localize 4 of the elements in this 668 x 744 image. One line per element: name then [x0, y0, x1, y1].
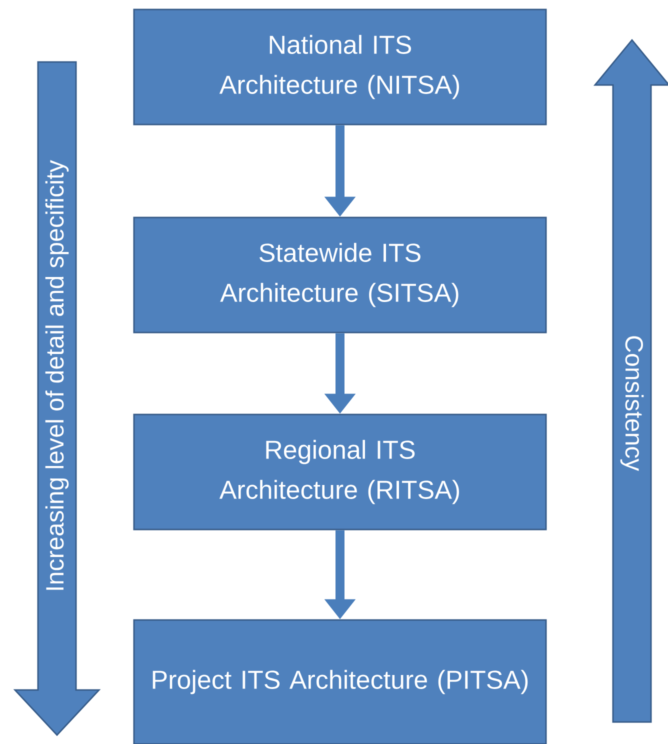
- process-box: Statewide ITS Architecture (SITSA): [133, 216, 547, 334]
- process-box: National ITS Architecture (NITSA): [133, 8, 547, 126]
- process-box: Regional ITS Architecture (RITSA): [133, 414, 547, 530]
- process-box: Project ITS Architecture (PITSA): [133, 619, 547, 744]
